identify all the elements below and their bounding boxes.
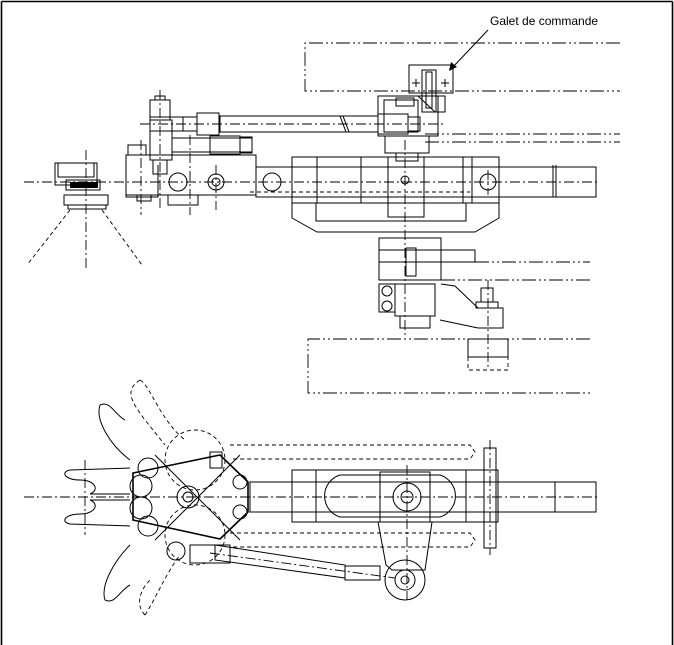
carriage-plan bbox=[230, 440, 499, 600]
linkage-lower bbox=[149, 90, 253, 210]
actuator-housing bbox=[125, 135, 282, 215]
clamp-head bbox=[129, 429, 249, 566]
leader-line bbox=[451, 29, 489, 69]
elevation-view bbox=[24, 42, 620, 394]
phantom-frame-lower bbox=[307, 338, 590, 394]
phantom-frame-top bbox=[304, 42, 620, 92]
annotation-control-roller: Galet de commande bbox=[449, 14, 598, 71]
control-roller-bracket bbox=[377, 64, 454, 162]
main-shaft-elevation bbox=[24, 165, 600, 198]
pivot-arm bbox=[378, 237, 590, 368]
linkage-rod-plan bbox=[209, 544, 396, 581]
lever-arm-plan bbox=[377, 521, 433, 601]
plan-view bbox=[24, 379, 600, 616]
gripper-fingers bbox=[64, 379, 186, 616]
annotation-label: Galet de commande bbox=[490, 14, 598, 28]
roller-elevation bbox=[26, 150, 143, 270]
main-shaft-plan bbox=[249, 481, 597, 513]
